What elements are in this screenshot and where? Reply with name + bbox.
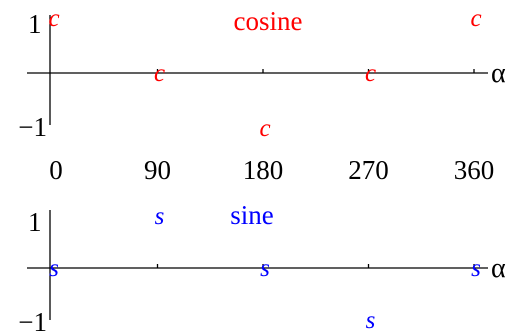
cosine-title: cosine — [234, 6, 303, 36]
sine-markers: s s s s s — [49, 203, 481, 334]
x-tick-label-180: 180 — [243, 155, 284, 185]
x-tick-label-360: 360 — [454, 155, 495, 185]
x-tick-label-0: 0 — [49, 155, 63, 185]
sine-title: sine — [230, 200, 274, 230]
sine-y-tick-bottom: −1 — [18, 307, 47, 335]
x-tick-label-90: 90 — [144, 155, 171, 185]
sine-marker: s — [49, 255, 59, 282]
cosine-marker: c — [470, 5, 481, 32]
cosine-y-tick-bottom: −1 — [18, 112, 47, 142]
cosine-panel: 1 −1 cosine α c c c c c — [18, 5, 506, 142]
cosine-marker: c — [154, 60, 165, 87]
cosine-marker: c — [48, 5, 59, 32]
cosine-marker: c — [365, 60, 376, 87]
sine-marker: s — [155, 203, 165, 230]
cosine-x-ticks — [156, 69, 475, 73]
sine-y-tick-top: 1 — [28, 207, 42, 237]
sine-x-ticks — [156, 264, 475, 268]
sine-panel: 1 −1 sine α s s s s s — [18, 200, 506, 335]
x-tick-label-270: 270 — [348, 155, 389, 185]
x-tick-labels: 0 90 180 270 360 — [49, 155, 494, 185]
cosine-y-tick-top: 1 — [28, 9, 42, 39]
sine-marker: s — [471, 255, 481, 282]
sine-axis-label: α — [491, 253, 506, 284]
sine-marker: s — [260, 255, 270, 282]
cosine-marker: c — [259, 115, 270, 142]
cosine-markers: c c c c c — [48, 5, 481, 142]
cosine-axis-label: α — [491, 58, 506, 89]
sine-marker: s — [366, 307, 376, 334]
